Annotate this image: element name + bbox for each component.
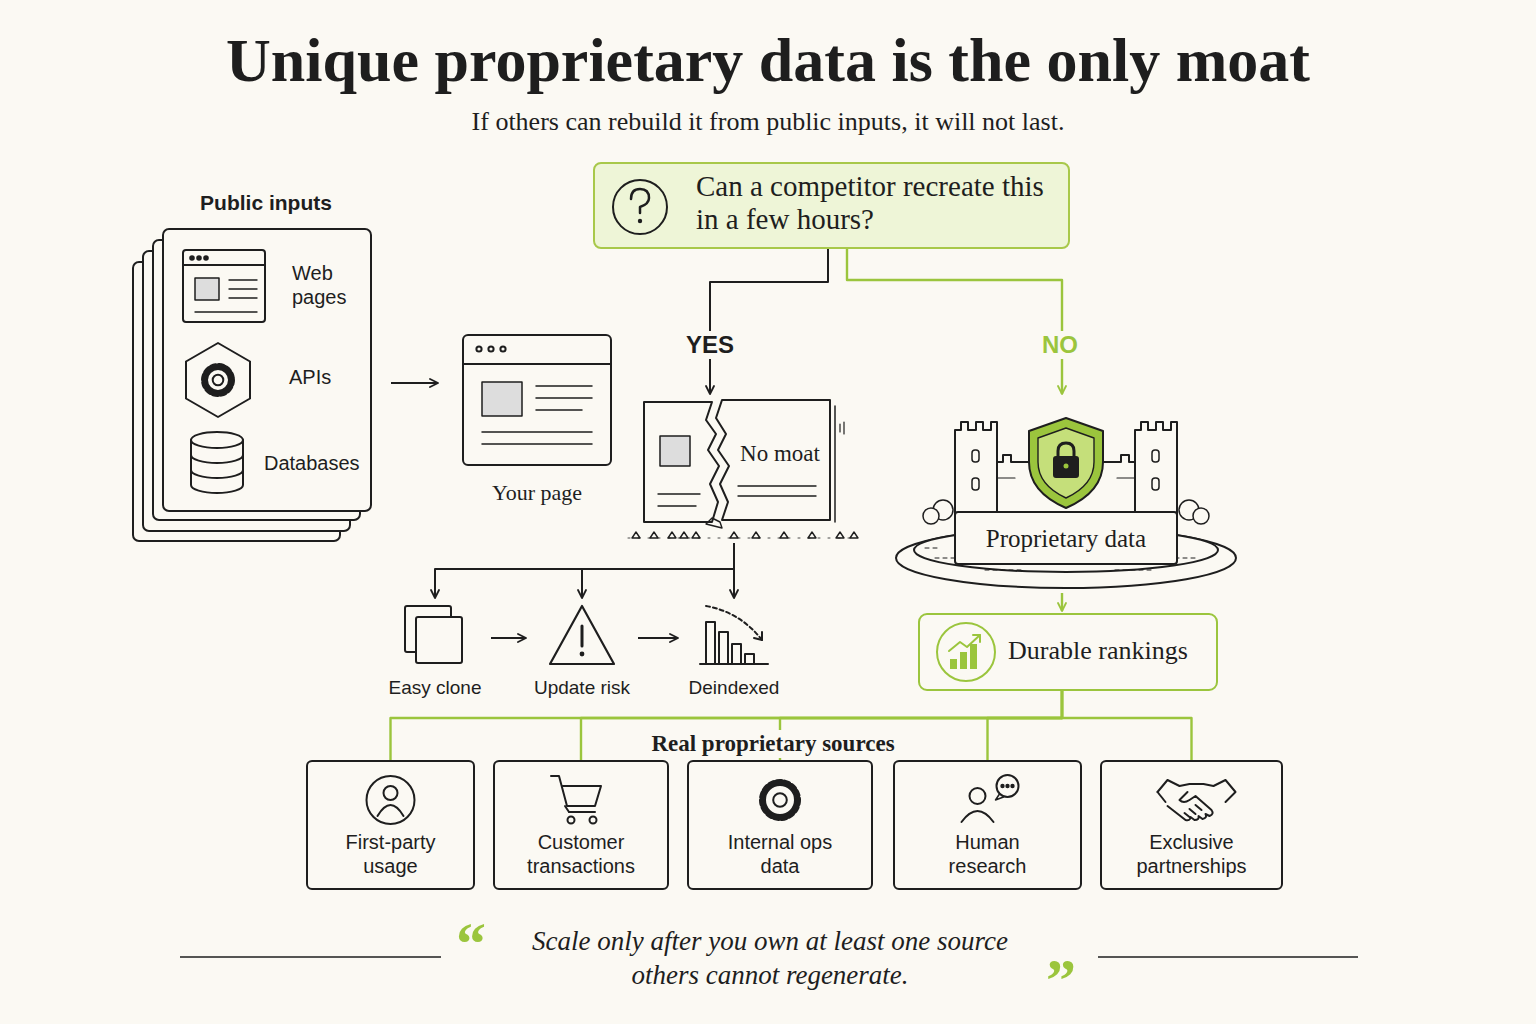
node-graphic: [133, 190, 373, 542]
node-text: Your page: [462, 479, 612, 506]
node-box: Update risk: [532, 600, 632, 700]
node-box: Your page: [462, 334, 612, 506]
connector: [638, 637, 678, 639]
node-text: Durable rankings: [1008, 635, 1212, 667]
connector: [581, 691, 1062, 760]
quote-mark: ”: [1046, 950, 1076, 1010]
connector: [1061, 593, 1063, 611]
caption-quote: Scale only after you own at least one so…: [500, 924, 1040, 992]
subtitle: If others can rebuild it from public inp…: [0, 106, 1536, 138]
node-box: Easy clone: [385, 600, 485, 700]
node-text: Proprietary data: [955, 524, 1177, 554]
node-text: Customer transactions: [517, 830, 645, 878]
connector: [710, 249, 828, 394]
connector: [391, 382, 438, 384]
node-text: Easy clone: [360, 676, 510, 699]
node-text: Databases: [264, 451, 368, 475]
node-text: No moat: [732, 440, 828, 468]
node-graphic: [895, 398, 1237, 593]
node-box: Human research: [893, 760, 1082, 890]
quote-rule: [1098, 956, 1358, 958]
node-box: Exclusive partnerships: [1100, 760, 1283, 890]
node-box: Can a competitor recreate this in a few …: [593, 162, 1070, 249]
edge-label: YES: [680, 331, 740, 359]
node-graphic: [640, 398, 845, 543]
node-box: Internal ops data: [687, 760, 873, 890]
node-text: Deindexed: [659, 676, 809, 699]
node-text: First-party usage: [327, 830, 455, 878]
node-box: Public inputsWeb pagesAPIsDatabases: [133, 190, 373, 542]
node-box: Deindexed: [684, 600, 784, 700]
section-label: Real proprietary sources: [645, 730, 900, 758]
diagram-title: Unique proprietary data is the only moat: [0, 24, 1536, 96]
connector: [391, 691, 1063, 760]
node-box: No moat: [640, 398, 845, 543]
connector: [435, 543, 734, 598]
node-text: Internal ops data: [716, 830, 844, 878]
node-box: Proprietary data: [895, 398, 1237, 593]
connector: [988, 691, 1063, 760]
quote-mark: “: [456, 914, 486, 974]
connector: [733, 543, 735, 598]
quote-rule: [180, 956, 441, 958]
node-text: Public inputs: [166, 190, 366, 216]
node-box: First-party usage: [306, 760, 475, 890]
node-text: Update risk: [507, 676, 657, 699]
node-text: Can a competitor recreate this in a few …: [696, 170, 1060, 236]
node-text: Human research: [924, 830, 1052, 878]
node-box: Durable rankings: [918, 613, 1218, 691]
connector: [491, 637, 526, 639]
connector: [1062, 691, 1192, 760]
node-text: Web pages: [292, 261, 366, 309]
connector: [582, 543, 734, 598]
edge-label: NO: [1036, 331, 1084, 359]
node-box: Customer transactions: [493, 760, 669, 890]
node-text: Exclusive partnerships: [1128, 830, 1256, 878]
connector: [847, 249, 1062, 394]
node-text: APIs: [289, 365, 359, 389]
